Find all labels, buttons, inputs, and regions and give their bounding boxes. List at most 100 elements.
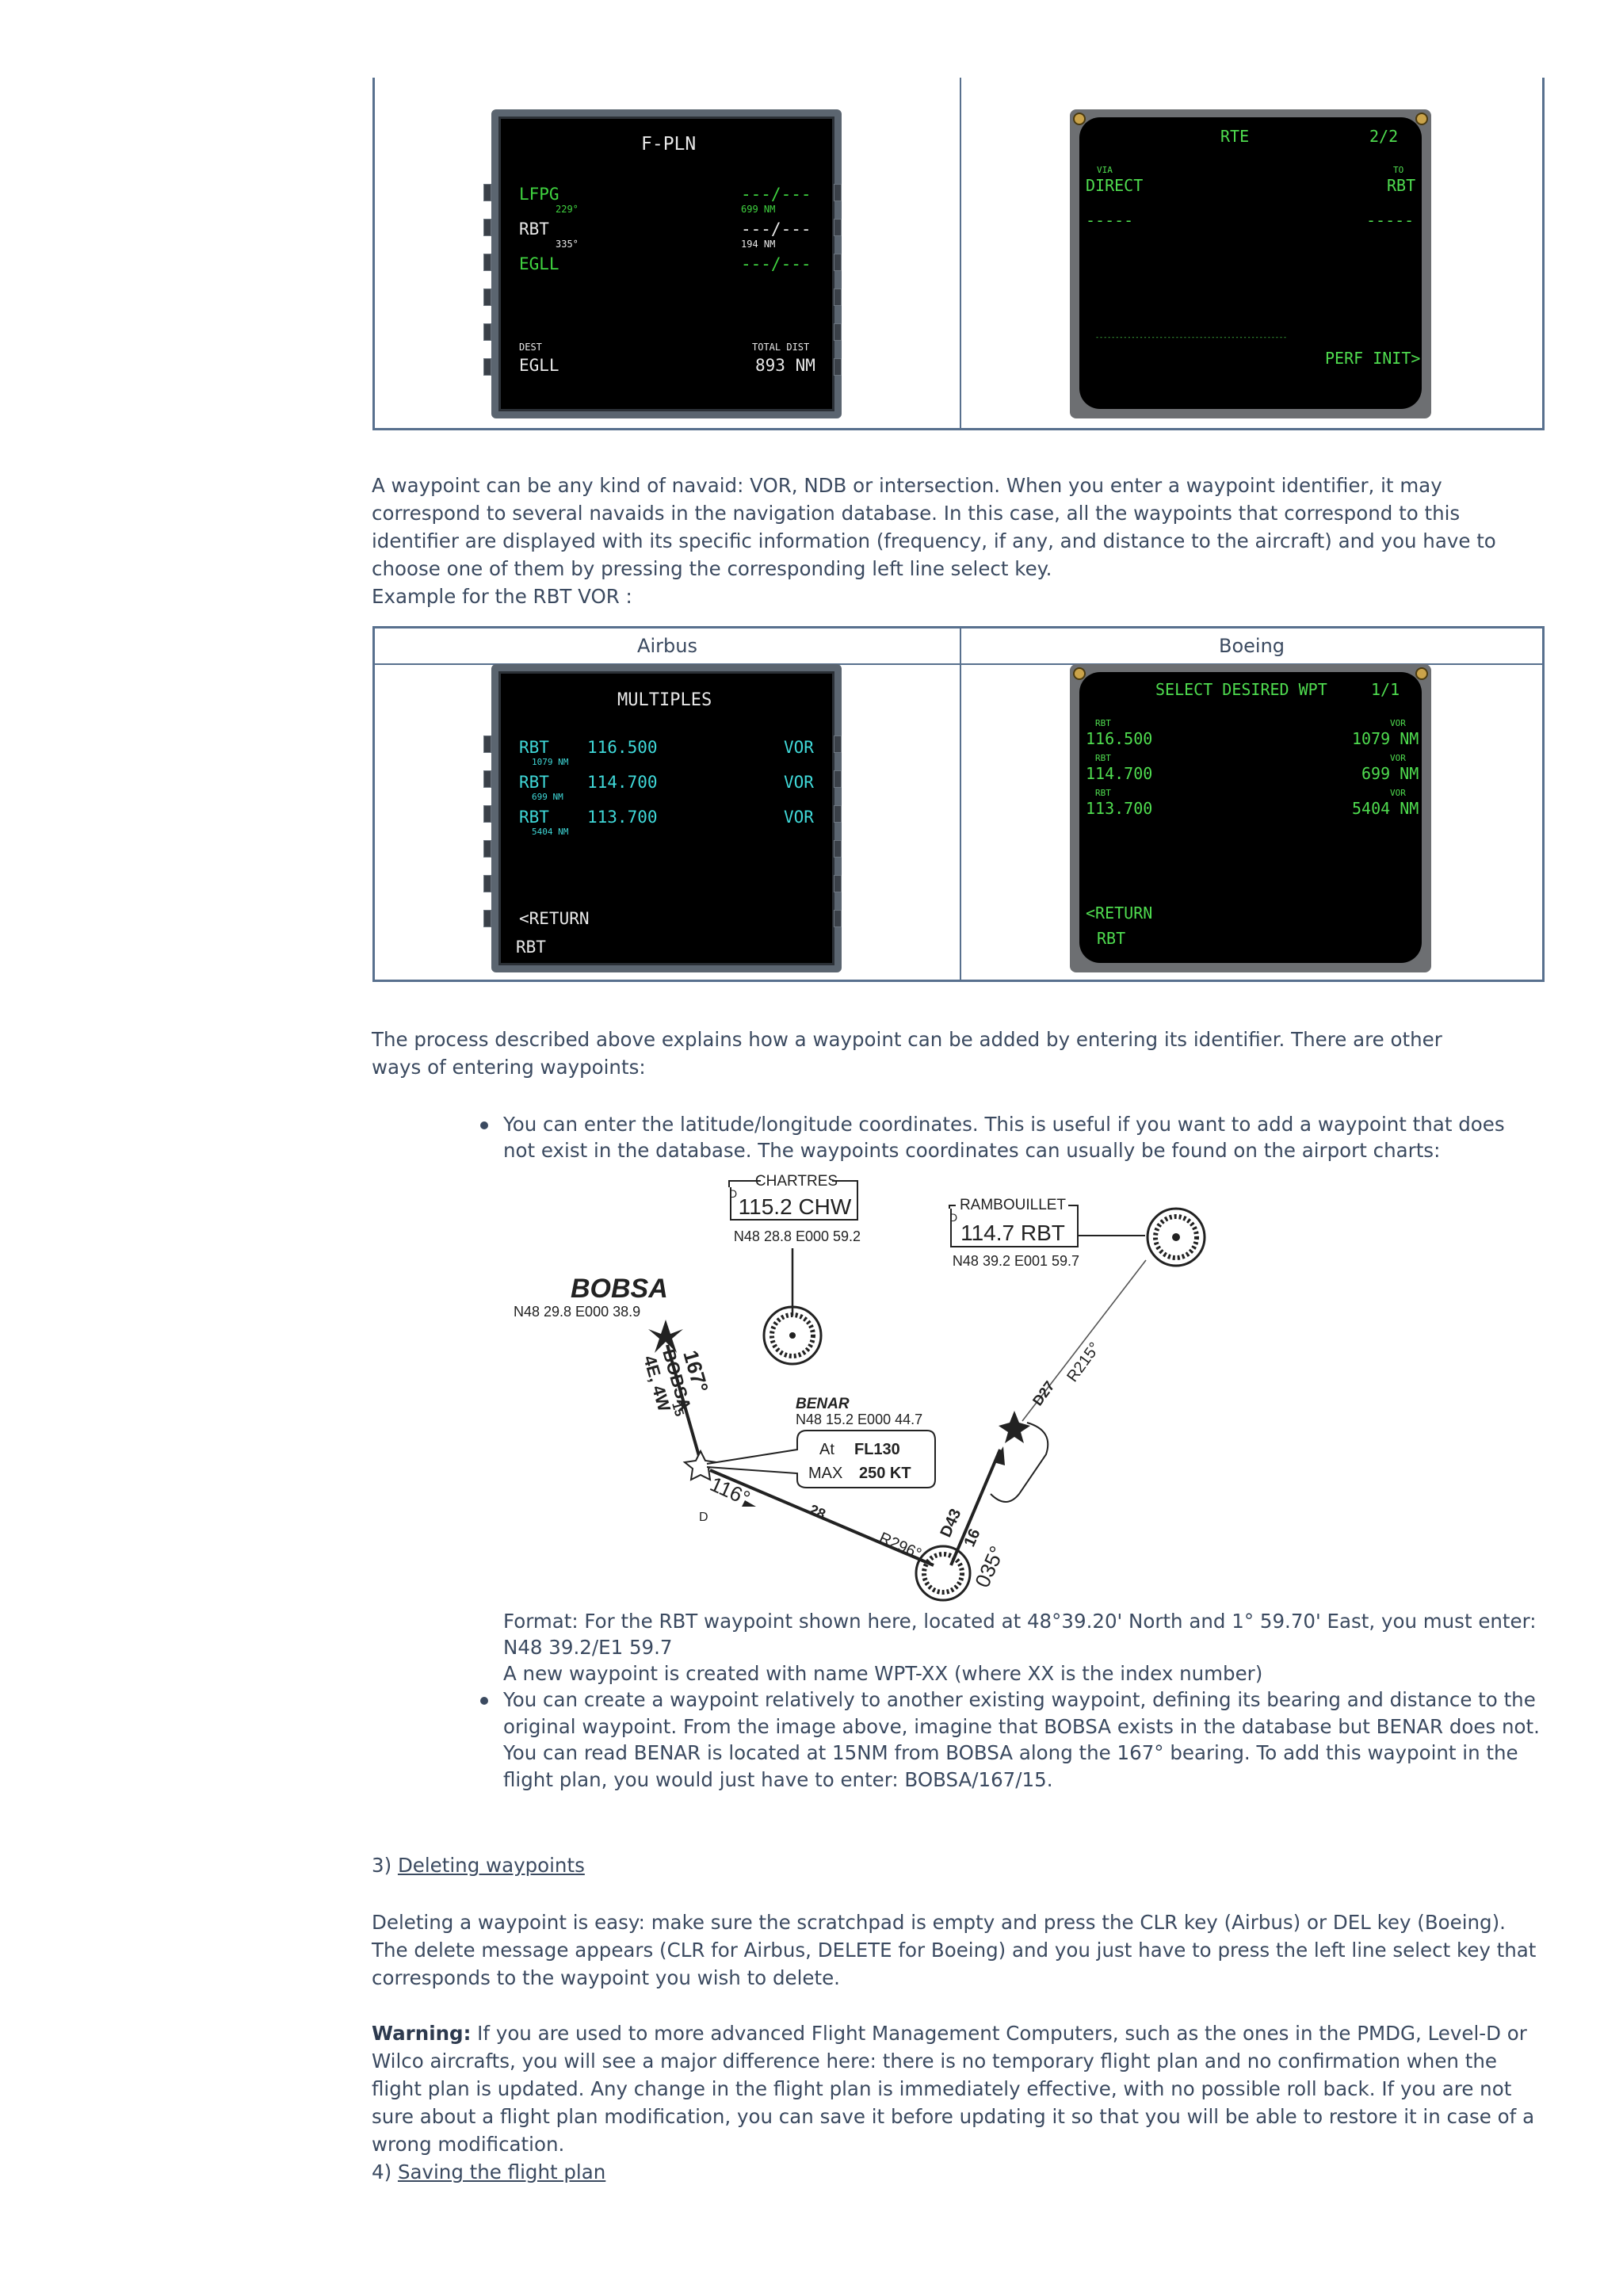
airbus-multiples-screen: MULTIPLES RBT 116.500 VOR 1079 NM RBT 11… (491, 664, 842, 972)
multiples-row1-dist: 1079 NM (532, 757, 569, 767)
warning-label: Warning: (372, 2022, 472, 2045)
multiples-scratchpad: RBT (516, 938, 546, 957)
select-wpt-row1-ident: RBT (1095, 718, 1111, 728)
select-wpt-row3-ident: RBT (1095, 788, 1111, 798)
max-label: MAX (808, 1465, 842, 1482)
line-select-key[interactable] (483, 358, 491, 376)
line-select-key[interactable] (483, 840, 491, 858)
line-select-key[interactable] (483, 184, 491, 201)
fpln-row2-left: RBT (519, 220, 549, 239)
fpln-row2-right: ---/--- (741, 220, 812, 239)
cdu-glass (1079, 672, 1422, 963)
rte-title: RTE (1220, 127, 1250, 146)
bobsa-name: BOBSA (571, 1274, 668, 1304)
multiples-row2-freq: 114.700 (587, 773, 658, 792)
screw-icon (1073, 113, 1086, 125)
select-wpt-row2-type: VOR (1390, 753, 1406, 763)
benar-name: BENAR (796, 1396, 850, 1412)
line-select-key[interactable] (483, 735, 491, 753)
benar-vor-symbol (915, 1545, 972, 1602)
line-select-key[interactable] (834, 735, 842, 753)
table-header-boeing: Boeing (1218, 635, 1285, 657)
benar-coord: N48 15.2 E000 44.7 (796, 1412, 922, 1427)
rte-to-label: TO (1393, 165, 1404, 175)
format-line-3: A new waypoint is created with name WPT-… (503, 1662, 1263, 1685)
d-marker: D (949, 1211, 957, 1224)
select-wpt-scratchpad: RBT (1097, 929, 1126, 948)
warning-paragraph: Warning: If you are used to more advance… (372, 2019, 1541, 2158)
screw-icon (1415, 113, 1428, 125)
select-wpt-title: SELECT DESIRED WPT (1155, 680, 1327, 699)
line-select-key[interactable] (834, 219, 842, 236)
line-select-key[interactable] (483, 910, 491, 927)
line-select-key[interactable] (483, 875, 491, 892)
fpln-title: F-PLN (641, 134, 697, 155)
rbt-vor-symbol (1146, 1207, 1206, 1267)
rte-dash-right: ----- (1366, 211, 1415, 230)
rambouillet-freq: 114.7 RBT (960, 1221, 1065, 1245)
rte-perf-init-prompt[interactable]: PERF INIT> (1325, 349, 1421, 368)
saving-flight-plan-link[interactable]: Saving the flight plan (397, 2160, 606, 2183)
select-wpt-row3-freq[interactable]: 113.700 (1086, 799, 1153, 818)
rte-via-label: VIA (1097, 165, 1113, 175)
bobsa-coord: N48 29.8 E000 38.9 (514, 1304, 640, 1320)
line-select-key[interactable] (834, 805, 842, 823)
comparison-table-1 (372, 78, 1545, 430)
chartres-name: CHARTRES (755, 1173, 838, 1190)
line-select-key[interactable] (483, 219, 491, 236)
rambouillet-coord: N48 39.2 E001 59.7 (953, 1253, 1079, 1269)
cdu-glass (1079, 117, 1422, 409)
fpln-row3-right: ---/--- (741, 254, 812, 273)
multiples-row1-ident[interactable]: RBT (519, 738, 549, 757)
table-header-airbus: Airbus (637, 635, 697, 657)
fpln-row1-right-sub: 699 NM (741, 204, 776, 215)
rte-via-value: DIRECT (1086, 176, 1144, 195)
line-select-key[interactable] (483, 323, 491, 341)
select-wpt-page: 1/1 (1371, 680, 1400, 699)
line-select-key[interactable] (483, 254, 491, 271)
fpln-row1-left: LFPG (519, 185, 559, 204)
line-select-key[interactable] (834, 254, 842, 271)
approach-chart: CHARTRES D 115.2 CHW N48 28.8 E000 59.2 … (499, 1169, 1236, 1613)
select-wpt-row2-freq[interactable]: 114.700 (1086, 764, 1153, 783)
line-select-key[interactable] (834, 288, 842, 306)
fpln-dest-label: DEST (519, 342, 542, 353)
multiples-row2-ident[interactable]: RBT (519, 773, 549, 792)
fpln-dist-label: TOTAL DIST (752, 342, 810, 353)
rambouillet-navaid-box: RAMBOUILLET D 114.7 RBT N48 39.2 E001 59… (949, 1197, 1145, 1269)
line-select-key[interactable] (834, 875, 842, 892)
line-select-key[interactable] (834, 323, 842, 341)
select-wpt-row3-type: VOR (1390, 788, 1406, 798)
line-select-key[interactable] (834, 770, 842, 788)
line-select-key[interactable] (483, 770, 491, 788)
multiples-row3-ident[interactable]: RBT (519, 808, 549, 827)
select-wpt-row1-dist: 1079 NM (1352, 729, 1419, 748)
multiples-row1-freq: 116.500 (587, 738, 658, 757)
altitude-speed-restriction-box: At FL130 MAX 250 KT (706, 1430, 936, 1488)
deleting-waypoints-link[interactable]: Deleting waypoints (397, 1854, 585, 1877)
line-select-key[interactable] (483, 288, 491, 306)
multiples-return-prompt[interactable]: <RETURN (519, 909, 590, 928)
screw-icon (1415, 667, 1428, 680)
format-line-2: N48 39.2/E1 59.7 (503, 1636, 673, 1659)
select-wpt-row3-dist: 5404 NM (1352, 799, 1419, 818)
fpln-row1-right: ---/--- (741, 185, 812, 204)
fpln-row2-right-sub: 194 NM (741, 239, 776, 250)
section-number: 3) (372, 1854, 398, 1877)
benar-waypoint-icon (682, 1449, 719, 1481)
select-wpt-row2-ident: RBT (1095, 753, 1111, 763)
line-select-key[interactable] (483, 805, 491, 823)
line-select-key[interactable] (834, 184, 842, 201)
select-wpt-row1-freq[interactable]: 116.500 (1086, 729, 1153, 748)
line-select-key[interactable] (834, 358, 842, 376)
chartres-navaid-box: CHARTRES D 115.2 CHW N48 28.8 E000 59.2 (728, 1173, 861, 1244)
multiples-row1-type: VOR (784, 738, 814, 757)
line-select-key[interactable] (834, 910, 842, 927)
rte-separator: ----------------------------------------… (1095, 333, 1288, 341)
fpln-row3-left: EGLL (519, 254, 559, 273)
d-marker: D (699, 1511, 708, 1524)
select-wpt-row2-dist: 699 NM (1361, 764, 1419, 783)
d-marker: D (729, 1187, 737, 1200)
select-wpt-return-prompt[interactable]: <RETURN (1086, 904, 1153, 923)
line-select-key[interactable] (834, 840, 842, 858)
